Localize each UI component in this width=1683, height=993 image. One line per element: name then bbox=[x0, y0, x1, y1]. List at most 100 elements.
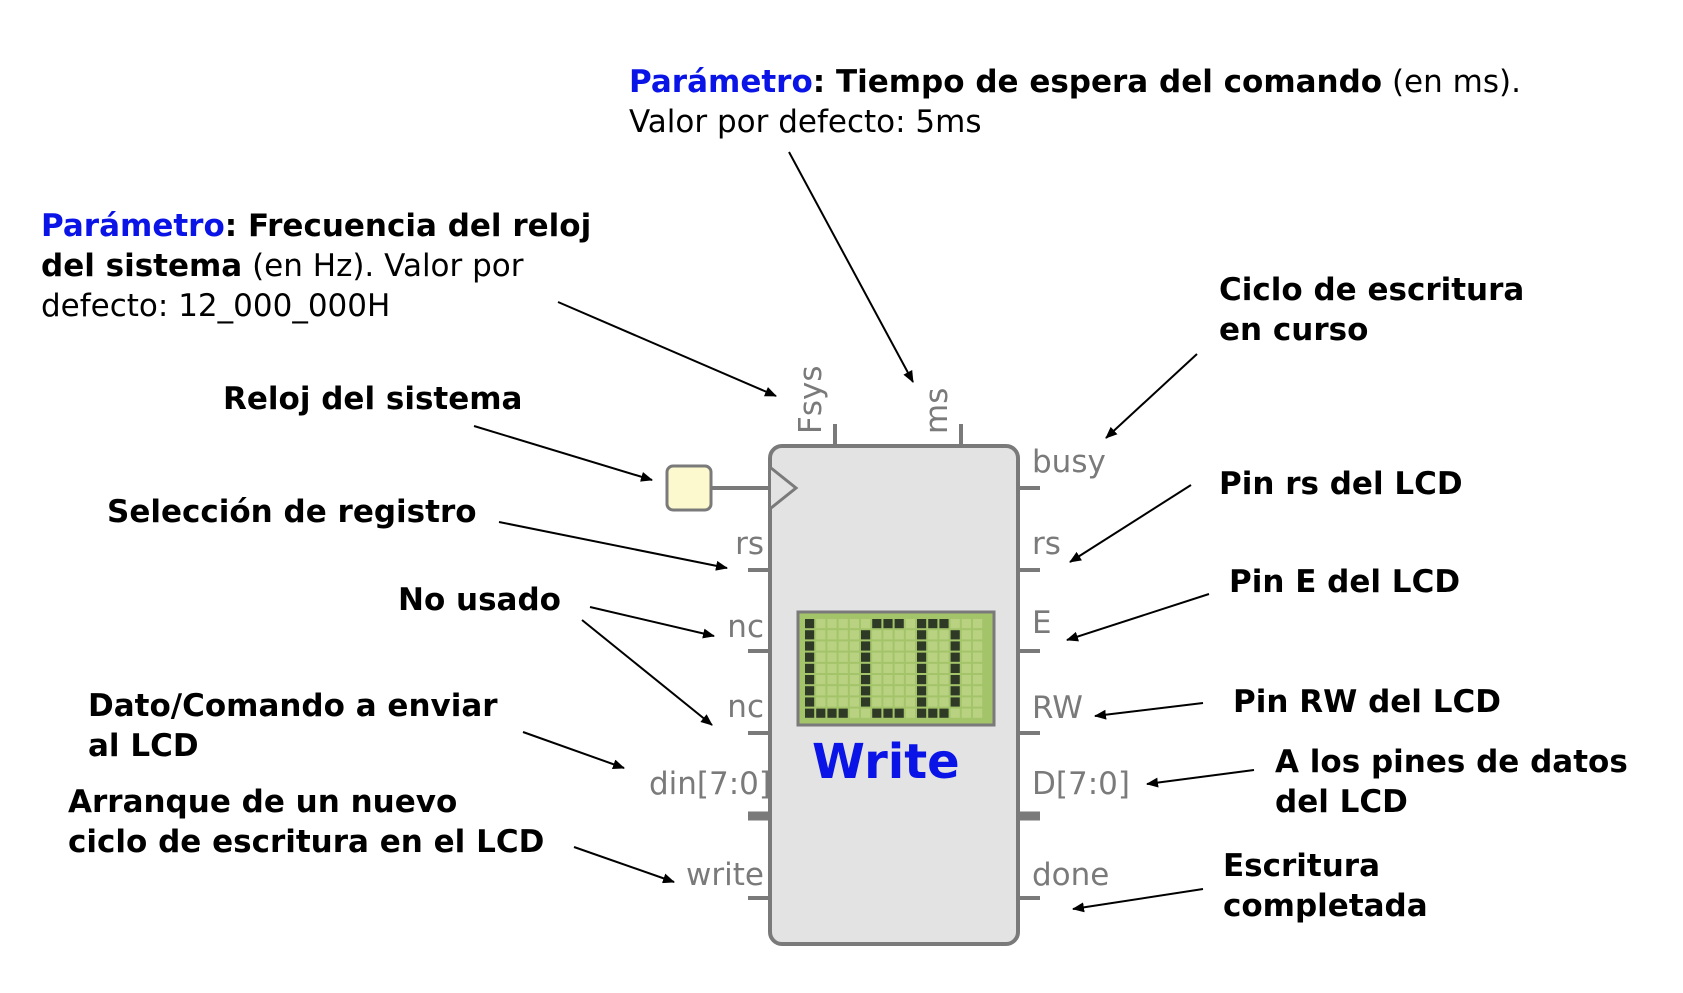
annotation-rs-out: Pin rs del LCD bbox=[1219, 466, 1463, 502]
lcd-grid-cell bbox=[894, 652, 904, 662]
lcd-grid-cell bbox=[816, 663, 826, 673]
lcd-grid-cell bbox=[939, 630, 949, 640]
lcd-grid-cell bbox=[894, 697, 904, 707]
arrow-busy bbox=[1105, 353, 1198, 439]
lcd-grid-cell bbox=[827, 697, 837, 707]
lcd-pixel bbox=[894, 708, 904, 718]
clock-box[interactable] bbox=[665, 464, 713, 512]
lcd-grid-cell bbox=[816, 630, 826, 640]
lcd-grid-cell bbox=[872, 652, 882, 662]
port-label-e: E bbox=[1032, 605, 1052, 641]
lcd-grid-cell bbox=[950, 619, 960, 629]
lcd-pixel bbox=[805, 641, 815, 651]
lcd-grid-cell bbox=[838, 619, 848, 629]
lcd-grid-cell bbox=[816, 675, 826, 685]
lcd-grid-cell bbox=[849, 641, 859, 651]
annotation-rs-in: Selección de registro bbox=[107, 494, 477, 530]
lcd-grid-cell bbox=[894, 686, 904, 696]
lcd-grid-cell bbox=[849, 708, 859, 718]
lcd-grid-cell bbox=[961, 708, 971, 718]
lcd-grid-cell bbox=[883, 641, 893, 651]
lcd-pixel bbox=[805, 630, 815, 640]
lcd-pixel bbox=[950, 663, 960, 673]
lcd-grid-cell bbox=[939, 697, 949, 707]
lcd-pixel bbox=[861, 663, 871, 673]
lcd-grid-cell bbox=[838, 675, 848, 685]
lcd-pixel bbox=[872, 619, 882, 629]
port-label-rw: RW bbox=[1032, 690, 1083, 726]
lcd-grid-cell bbox=[838, 686, 848, 696]
lcd-grid-cell bbox=[883, 675, 893, 685]
lcd-grid-cell bbox=[973, 663, 983, 673]
lcd-grid-cell bbox=[928, 663, 938, 673]
lcd-grid-cell bbox=[849, 697, 859, 707]
lcd-pixel bbox=[883, 619, 893, 629]
arrow-done bbox=[1072, 888, 1204, 913]
lcd-grid-cell bbox=[872, 675, 882, 685]
lcd-pixel bbox=[917, 675, 927, 685]
lcd-pixel bbox=[950, 630, 960, 640]
lcd-grid-cell bbox=[849, 686, 859, 696]
lcd-pixel bbox=[805, 675, 815, 685]
lcd-grid-cell bbox=[849, 663, 859, 673]
arrow-rs-in bbox=[498, 521, 728, 571]
clock-triangle bbox=[770, 466, 799, 510]
lcd-grid-cell bbox=[827, 652, 837, 662]
lcd-grid-cell bbox=[838, 663, 848, 673]
lcd-pixel bbox=[805, 663, 815, 673]
port-label-nc-2: nc bbox=[727, 689, 764, 725]
lcd-pixel bbox=[861, 675, 871, 685]
lcd-grid-cell bbox=[905, 652, 915, 662]
lcd-grid-cell bbox=[816, 652, 826, 662]
annotation-rw-out: Pin RW del LCD bbox=[1233, 684, 1501, 720]
lcd-pixel bbox=[917, 697, 927, 707]
block-title: Write bbox=[812, 734, 960, 790]
arrow-param-ms bbox=[788, 151, 914, 383]
lcd-grid-cell bbox=[849, 619, 859, 629]
lcd-grid-cell bbox=[973, 619, 983, 629]
lcd-grid-cell bbox=[939, 675, 949, 685]
arrow-param-fsys bbox=[557, 301, 777, 397]
annotation-clock: Reloj del sistema bbox=[223, 381, 523, 417]
lcd-pixel bbox=[861, 652, 871, 662]
lcd-grid-cell bbox=[973, 697, 983, 707]
lcd-pixel bbox=[872, 708, 882, 718]
annotation-done: Escritura completada bbox=[1223, 848, 1428, 924]
annotation-e-out: Pin E del LCD bbox=[1229, 564, 1461, 600]
lcd-grid-cell bbox=[939, 652, 949, 662]
lcd-pixel bbox=[950, 697, 960, 707]
lcd-grid-cell bbox=[905, 663, 915, 673]
lcd-grid-cell bbox=[816, 641, 826, 651]
lcd-grid-cell bbox=[883, 663, 893, 673]
port-label-fsys: Fsys bbox=[793, 365, 829, 434]
lcd-grid-cell bbox=[961, 652, 971, 662]
param-prefix: Parámetro bbox=[629, 64, 813, 100]
lcd-pixel bbox=[950, 686, 960, 696]
lcd-grid-cell bbox=[872, 663, 882, 673]
lcd-grid-cell bbox=[827, 675, 837, 685]
lcd-pixel bbox=[917, 619, 927, 629]
lcd-grid-cell bbox=[849, 630, 859, 640]
lcd-grid-cell bbox=[849, 675, 859, 685]
arrow-nc-1 bbox=[589, 606, 715, 639]
lcd-grid-cell bbox=[894, 630, 904, 640]
annotation-din: Dato/Comando a enviar al LCD bbox=[88, 688, 498, 764]
lcd-grid-cell bbox=[883, 686, 893, 696]
lcd-pixel bbox=[861, 630, 871, 640]
lcd-grid-cell bbox=[827, 686, 837, 696]
port-label-done: done bbox=[1032, 857, 1110, 893]
lcd-grid-cell bbox=[928, 686, 938, 696]
lcd-grid-cell bbox=[894, 641, 904, 651]
arrow-din bbox=[522, 731, 625, 770]
arrow-rs-out bbox=[1069, 484, 1192, 563]
annotation-param-fsys: Parámetro: Frecuencia del reloj del sist… bbox=[41, 208, 592, 324]
lcd-grid-cell bbox=[827, 663, 837, 673]
lcd-grid-cell bbox=[872, 686, 882, 696]
arrow-write bbox=[573, 846, 675, 884]
port-label-write: write bbox=[686, 857, 764, 893]
annotation-write: Arranque de un nuevo ciclo de escritura … bbox=[68, 784, 545, 860]
lcd-pixel bbox=[816, 708, 826, 718]
lcd-pixel bbox=[950, 675, 960, 685]
lcd-grid-cell bbox=[827, 641, 837, 651]
lcd-pixel bbox=[917, 652, 927, 662]
